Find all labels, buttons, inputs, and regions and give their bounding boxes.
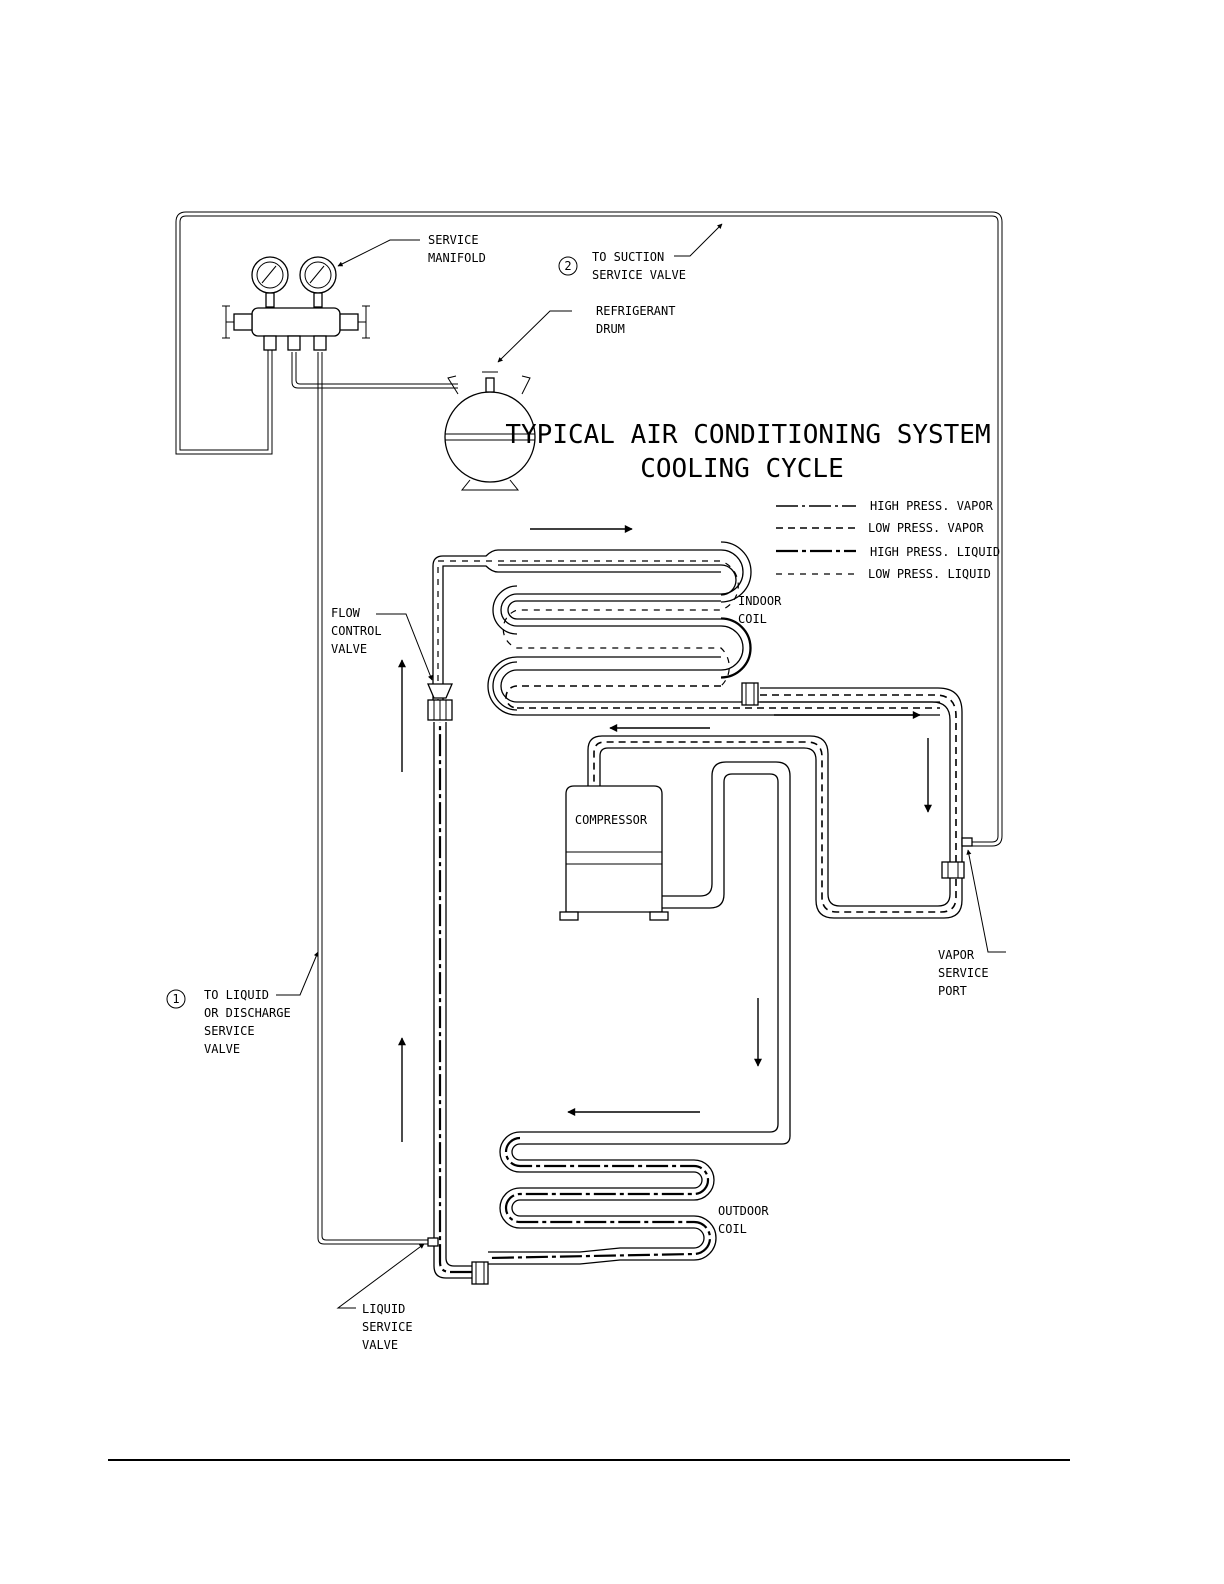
suction-line [587, 682, 973, 919]
drum-hose [291, 352, 458, 389]
label-vapor-port-2: SERVICE [938, 966, 989, 980]
suction-hose [175, 211, 1003, 847]
label-flow-control-3: VALVE [331, 642, 367, 656]
indoor-coil-fitting [741, 682, 759, 706]
label-suction-2: SERVICE VALVE [592, 268, 686, 282]
liquid-number: 1 [172, 992, 179, 1006]
legend: HIGH PRESS. VAPOR LOW PRESS. VAPOR HIGH … [776, 499, 1000, 581]
legend-label-low-press-liquid: LOW PRESS. LIQUID [868, 567, 991, 581]
service-manifold [222, 256, 370, 351]
liquid-hose [317, 352, 428, 1245]
leader-lines [276, 223, 1006, 1309]
flow-control-valve [427, 683, 453, 699]
label-liquid-service-2: SERVICE [362, 1320, 413, 1334]
suction-number: 2 [564, 259, 571, 273]
liquid-service-valve-fitting [427, 1237, 439, 1247]
flow-arrows [398, 525, 932, 1142]
label-service-manifold-2: MANIFOLD [428, 251, 486, 265]
title-line-1: TYPICAL AIR CONDITIONING SYSTEM [505, 420, 990, 450]
label-liquid-service-3: VALVE [362, 1338, 398, 1352]
label-refrigerant-drum-1: REFRIGERANT [596, 304, 675, 318]
label-vapor-port-1: VAPOR [938, 948, 975, 962]
suction-number-circle [558, 256, 578, 276]
label-liquid-service-1: LIQUID [362, 1302, 405, 1316]
indoor-coil [432, 541, 940, 716]
legend-label-low-press-vapor: LOW PRESS. VAPOR [868, 521, 984, 535]
label-flow-control-1: FLOW [331, 606, 361, 620]
label-indoor-coil-2: COIL [738, 612, 767, 626]
suction-fitting [941, 861, 965, 879]
liquid-line [427, 683, 472, 1279]
refrigerant-drum [444, 371, 536, 491]
outdoor-coil-fitting [471, 1261, 489, 1285]
label-refrigerant-drum-2: DRUM [596, 322, 625, 336]
label-indoor-coil-1: INDOOR [738, 594, 782, 608]
label-suction-1: TO SUCTION [592, 250, 664, 264]
label-outdoor-coil-2: COIL [718, 1222, 747, 1236]
liquid-number-circle [166, 989, 186, 1009]
compressor: COMPRESSOR [559, 785, 669, 921]
discharge-line [520, 761, 791, 1145]
label-liquid-discharge-4: VALVE [204, 1042, 240, 1056]
label-flow-control-2: CONTROL [331, 624, 382, 638]
title-line-2: COOLING CYCLE [640, 454, 844, 484]
outdoor-coil [471, 1131, 717, 1285]
vapor-service-port-fitting [961, 837, 973, 847]
label-liquid-discharge-3: SERVICE [204, 1024, 255, 1038]
legend-label-high-press-vapor: HIGH PRESS. VAPOR [870, 499, 994, 513]
label-outdoor-coil-1: OUTDOOR [718, 1204, 769, 1218]
label-liquid-discharge-1: TO LIQUID [204, 988, 269, 1002]
label-liquid-discharge-2: OR DISCHARGE [204, 1006, 291, 1020]
legend-label-high-press-liquid: HIGH PRESS. LIQUID [870, 545, 1000, 559]
labels: SERVICE MANIFOLD 2 TO SUCTION SERVICE VA… [166, 233, 989, 1352]
compressor-label: COMPRESSOR [575, 813, 648, 827]
label-service-manifold-1: SERVICE [428, 233, 479, 247]
label-vapor-port-3: PORT [938, 984, 967, 998]
